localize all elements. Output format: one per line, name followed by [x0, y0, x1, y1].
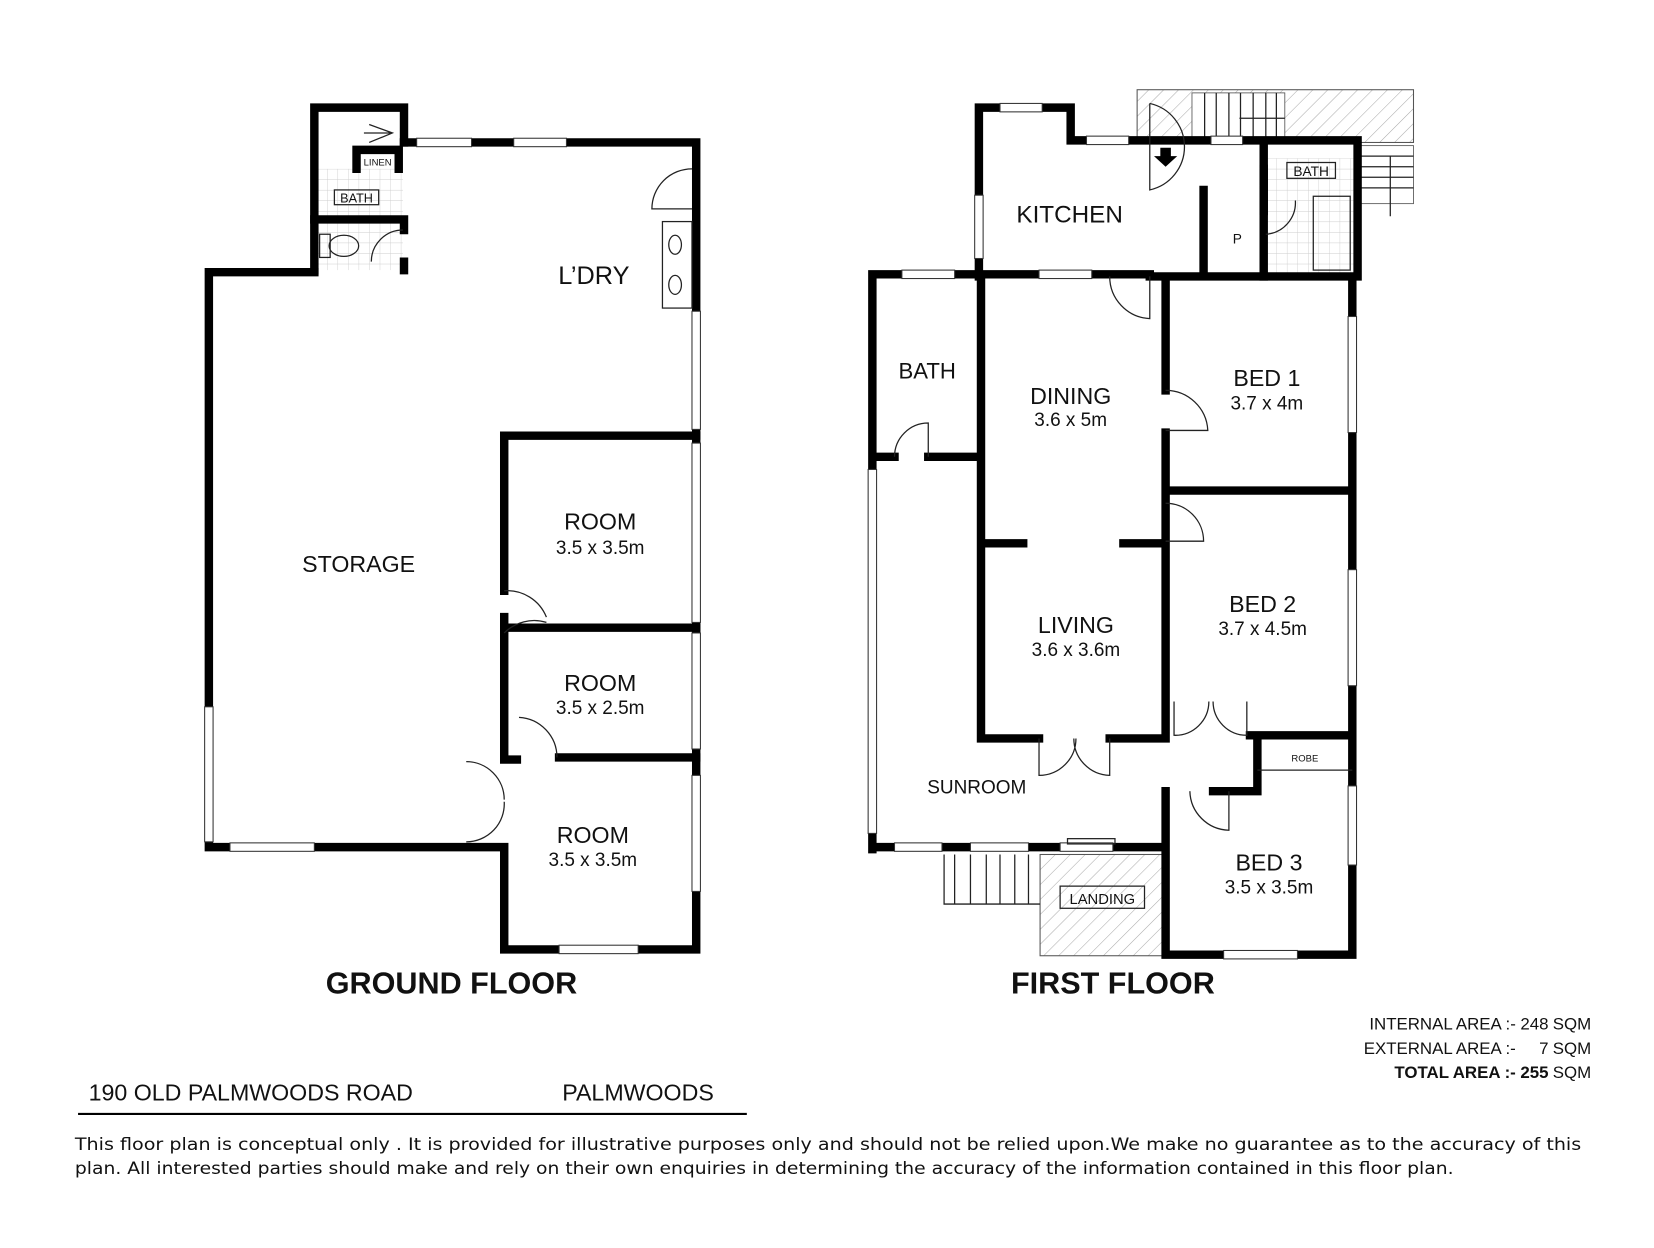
landing-label: LANDING: [1070, 892, 1136, 908]
room-label-kitchen: KITCHEN: [1016, 202, 1122, 229]
room-size-room-3: 3.5 x 3.5m: [549, 850, 638, 871]
room-label-room-2: ROOM: [564, 670, 636, 696]
external-area-unit: SQM: [1553, 1039, 1591, 1058]
first-floor-title: FIRST FLOOR: [1011, 967, 1215, 1001]
disclaimer-line-2: plan. All interested parties should make…: [75, 1159, 1454, 1179]
room-label-bed-2: BED 2: [1229, 591, 1296, 617]
ground-floor-title: GROUND FLOOR: [326, 967, 577, 1001]
pantry-label: P: [1233, 232, 1242, 247]
room-label-storage: STORAGE: [302, 551, 415, 577]
robe-label: ROBE: [1291, 754, 1318, 765]
bath-label-ground: BATH: [340, 192, 373, 206]
internal-area-unit: SQM: [1553, 1015, 1591, 1034]
room-label-bed-3: BED 3: [1235, 849, 1302, 875]
room-label-dining: DINING: [1030, 383, 1111, 409]
room-size-room-1: 3.5 x 3.5m: [556, 538, 645, 559]
room-size-living: 3.6 x 3.6m: [1032, 640, 1121, 661]
address-street: 190 OLD PALMWOODS ROAD: [89, 1079, 413, 1105]
disclaimer-line-1: This floor plan is conceptual only . It …: [74, 1135, 1581, 1155]
first-floor-plan: KITCHEN BATH DINING 3.6 x 5m BED 1 3.7 x…: [867, 89, 1415, 1001]
room-size-bed-3: 3.5 x 3.5m: [1225, 878, 1314, 899]
room-size-bed-2: 3.7 x 4.5m: [1218, 619, 1307, 640]
room-label-sunroom: SUNROOM: [927, 777, 1026, 798]
internal-area-label: INTERNAL AREA :-: [1369, 1015, 1515, 1034]
total-area-label: TOTAL AREA :-: [1394, 1063, 1515, 1082]
room-label-bed-1: BED 1: [1233, 365, 1300, 391]
room-label-laundry: L’DRY: [558, 262, 629, 290]
room-label-living: LIVING: [1038, 612, 1114, 638]
room-label-room-3: ROOM: [557, 822, 629, 848]
ground-floor-plan: STORAGE L’DRY ROOM 3.5 x 3.5m ROOM 3.5 x…: [204, 103, 701, 1001]
room-label-room-1: ROOM: [564, 509, 636, 535]
bath-label-first: BATH: [1293, 164, 1329, 179]
external-area-value: 7: [1539, 1039, 1548, 1058]
room-size-room-2: 3.5 x 2.5m: [556, 698, 645, 719]
room-size-dining: 3.6 x 5m: [1034, 410, 1107, 431]
address-suburb: PALMWOODS: [562, 1079, 714, 1105]
internal-area-value: 248: [1520, 1015, 1548, 1034]
room-label-bath: BATH: [899, 359, 956, 384]
total-area-unit: SQM: [1553, 1063, 1591, 1082]
linen-label: LINEN: [364, 158, 392, 169]
total-area-value: 255: [1520, 1063, 1548, 1082]
room-size-bed-1: 3.7 x 4m: [1230, 393, 1303, 414]
area-summary: INTERNAL AREA :- 248 SQM EXTERNAL AREA :…: [1364, 1015, 1591, 1083]
external-area-label: EXTERNAL AREA :-: [1364, 1039, 1516, 1058]
